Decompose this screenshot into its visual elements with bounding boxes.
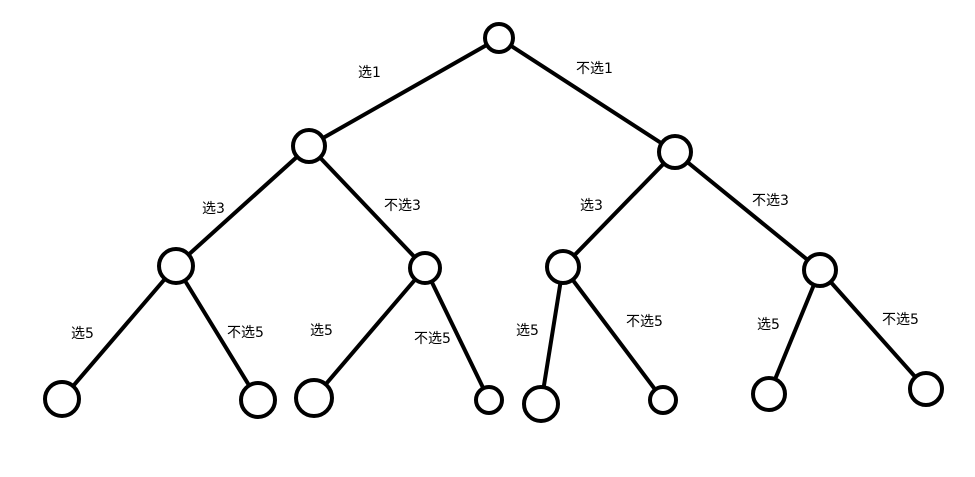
edge-rl-to-leaf6 [561, 265, 665, 402]
label-root-left: 选1 [358, 65, 381, 81]
label-lr-left: 选5 [310, 323, 333, 339]
node-leaf-5 [522, 385, 560, 423]
node-leaf-3 [294, 378, 334, 418]
label-rr-left: 选5 [757, 317, 780, 333]
label-root-right: 不选1 [576, 61, 613, 77]
node-lr [408, 251, 442, 285]
edge-labels: 选1 不选1 选3 不选3 选3 不选3 选5 不选5 选5 不选5 选5 不选… [71, 61, 919, 347]
edge-rr-to-leaf7 [767, 268, 822, 396]
node-ll [157, 247, 195, 285]
node-leaf-1 [43, 380, 81, 418]
tree-nodes [43, 22, 944, 423]
edge-ll-to-leaf2 [174, 264, 260, 402]
label-ll-left: 选5 [71, 326, 94, 342]
label-lr-right: 不选5 [414, 331, 451, 347]
label-r1-right: 不选3 [752, 193, 789, 209]
edge-root-to-r1 [497, 36, 677, 154]
label-rl-left: 选5 [516, 323, 539, 339]
edge-r1-to-rl [561, 150, 677, 269]
edge-root-to-l1 [307, 36, 501, 148]
label-ll-right: 不选5 [227, 325, 264, 341]
edge-rl-to-leaf5 [539, 265, 565, 406]
edge-rr-to-leaf8 [818, 268, 928, 391]
edge-lr-to-leaf4 [423, 266, 491, 402]
label-rr-right: 不选5 [882, 312, 919, 328]
node-leaf-8 [908, 371, 944, 407]
edge-ll-to-leaf1 [60, 264, 178, 401]
edge-lr-to-leaf3 [312, 266, 427, 400]
label-l1-left: 选3 [202, 201, 225, 217]
edge-l1-to-ll [174, 144, 311, 268]
label-l1-right: 不选3 [384, 198, 421, 214]
label-r1-left: 选3 [580, 198, 603, 214]
node-leaf-4 [474, 385, 504, 415]
node-root [483, 22, 515, 54]
node-leaf-6 [648, 385, 678, 415]
node-leaf-7 [751, 376, 787, 412]
edge-l1-to-lr [307, 144, 427, 270]
node-l1 [291, 128, 327, 164]
node-rl [545, 249, 581, 285]
node-r1 [657, 134, 693, 170]
node-rr [802, 252, 838, 288]
edge-r1-to-rr [673, 150, 822, 272]
node-leaf-2 [239, 381, 277, 419]
label-rl-right: 不选5 [626, 314, 663, 330]
tree-edges [60, 36, 928, 406]
